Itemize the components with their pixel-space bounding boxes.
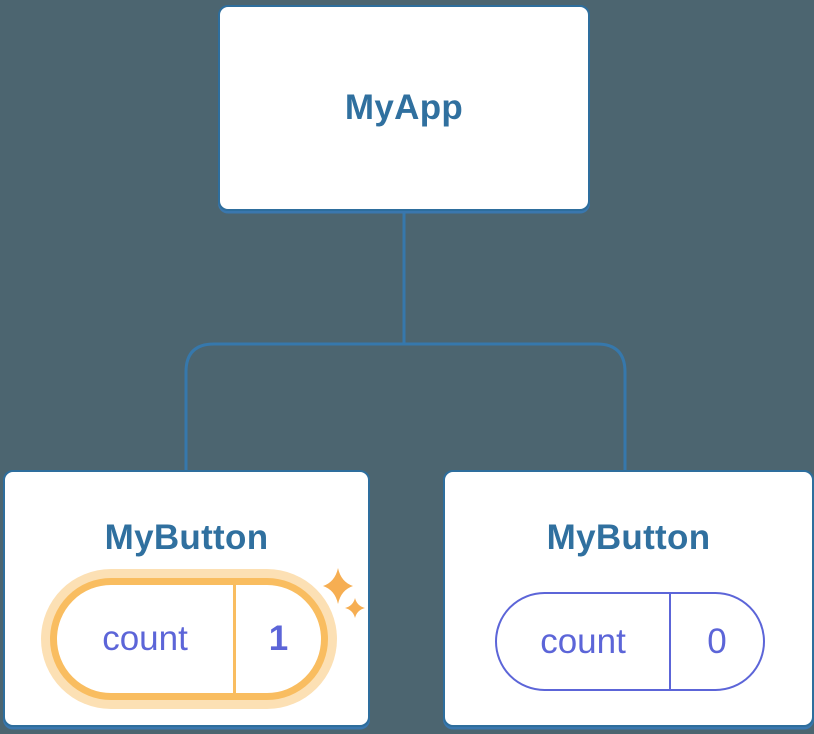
node-myapp-label: MyApp bbox=[344, 88, 464, 127]
state-key: count bbox=[102, 619, 188, 658]
state-value: 1 bbox=[268, 619, 289, 658]
connector-branch bbox=[184, 342, 627, 470]
pill-divider bbox=[233, 585, 236, 693]
state-key: count bbox=[540, 621, 626, 661]
node-mybutton-active-label: MyButton bbox=[104, 518, 269, 557]
sparkle-icon bbox=[323, 568, 365, 618]
state-key-section: count bbox=[497, 594, 669, 689]
state-value: 0 bbox=[707, 621, 727, 661]
node-mybutton-idle-label: MyButton bbox=[546, 518, 711, 557]
state-value-section: 1 bbox=[236, 585, 321, 693]
node-mybutton-idle: MyButton count 0 bbox=[443, 470, 814, 727]
pill-divider bbox=[669, 594, 671, 689]
node-myapp: MyApp bbox=[218, 5, 590, 211]
node-mybutton-active: MyButton count 1 bbox=[3, 470, 370, 727]
state-pill-active: count 1 bbox=[50, 578, 328, 700]
state-key-section: count bbox=[57, 585, 233, 693]
state-value-section: 0 bbox=[671, 594, 763, 689]
state-pill-idle: count 0 bbox=[495, 592, 765, 691]
